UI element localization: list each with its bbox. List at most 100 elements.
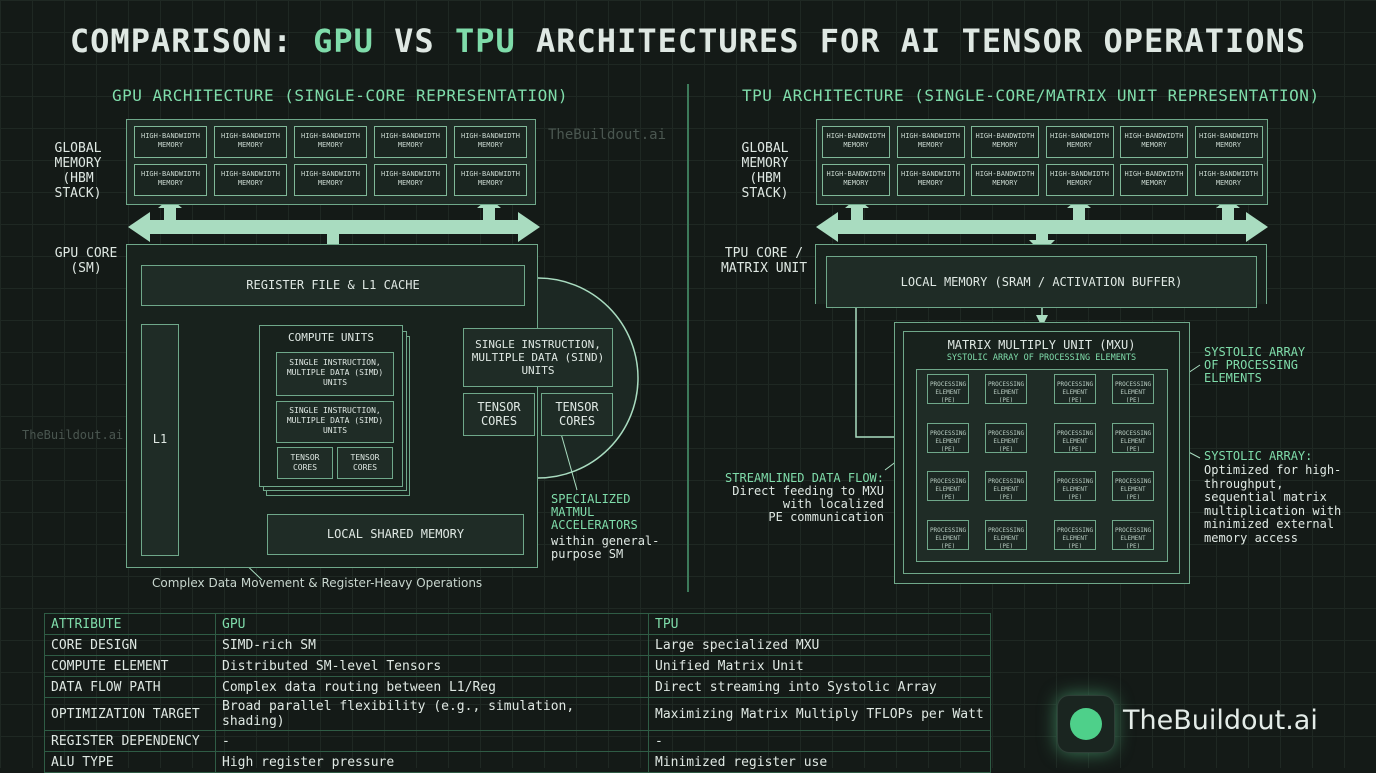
page-title: COMPARISON: GPU VS TPU ARCHITECTURES FOR… xyxy=(69,22,1307,60)
processing-element: PROCESSING ELEMENT (PE) xyxy=(985,471,1027,501)
zoom-tensor-box-1 xyxy=(463,393,535,436)
systolic-note-text: Optimized for high- throughput, sequenti… xyxy=(1204,463,1342,545)
processing-element: PROCESSING ELEMENT (PE) xyxy=(1054,374,1096,404)
compute-units-label: COMPUTE UNITS xyxy=(287,331,375,344)
simd-box-2 xyxy=(276,401,394,443)
tpu-global-memory-label: GLOBAL MEMORY (HBM STACK) xyxy=(741,141,789,201)
hbm-cell: HIGH-BANDWIDTH MEMORY xyxy=(294,126,367,158)
brand-dot-icon xyxy=(1070,708,1102,740)
table-header-cell: TPU xyxy=(648,613,991,635)
table-cell: ALU TYPE xyxy=(44,751,216,773)
hbm-cell: HIGH-BANDWIDTH MEMORY xyxy=(454,126,527,158)
table-cell: - xyxy=(648,730,991,752)
hbm-cell: HIGH-BANDWIDTH MEMORY xyxy=(971,126,1039,158)
gpu-global-memory-label: GLOBAL MEMORY (HBM STACK) xyxy=(54,141,102,201)
table-cell: REGISTER DEPENDENCY xyxy=(44,730,216,752)
processing-element: PROCESSING ELEMENT (PE) xyxy=(1054,520,1096,550)
local-shared-memory-box xyxy=(267,514,524,555)
zoom-tensor-label-1: TENSOR CORES xyxy=(477,400,521,428)
systolic-label: SYSTOLIC ARRAY OF PROCESSING ELEMENTS xyxy=(1204,345,1306,385)
processing-element: PROCESSING ELEMENT (PE) xyxy=(927,471,969,501)
local-shared-memory-label: LOCAL SHARED MEMORY xyxy=(326,527,465,541)
processing-element: PROCESSING ELEMENT (PE) xyxy=(927,374,969,404)
hbm-cell: HIGH-BANDWIDTH MEMORY xyxy=(374,126,447,158)
mxu-subtitle: SYSTOLIC ARRAY OF PROCESSING ELEMENTS xyxy=(946,353,1137,363)
processing-element: PROCESSING ELEMENT (PE) xyxy=(927,520,969,550)
tensor-label-2: TENSOR CORES xyxy=(350,453,380,472)
processing-element: PROCESSING ELEMENT (PE) xyxy=(1112,471,1154,501)
l1-box xyxy=(141,324,179,556)
gpu-heading: GPU ARCHITECTURE (SINGLE-CORE REPRESENTA… xyxy=(112,86,568,105)
simd-box-1 xyxy=(276,352,394,396)
table-cell: OPTIMIZATION TARGET xyxy=(44,697,216,731)
watermark-left: TheBuildout.ai xyxy=(22,428,124,442)
systolic-note-title: SYSTOLIC ARRAY: xyxy=(1204,449,1313,463)
processing-element: PROCESSING ELEMENT (PE) xyxy=(1054,471,1096,501)
gpu-callout-text: within general- purpose SM xyxy=(551,534,660,561)
processing-element: PROCESSING ELEMENT (PE) xyxy=(985,520,1027,550)
hbm-cell: HIGH-BANDWIDTH MEMORY xyxy=(822,126,890,158)
table-cell: - xyxy=(215,730,649,752)
tensor-box-2 xyxy=(337,447,393,479)
table-cell: CORE DESIGN xyxy=(44,634,216,656)
tensor-label-1: TENSOR CORES xyxy=(290,453,320,472)
table-cell: High register pressure xyxy=(215,751,649,773)
hbm-cell: HIGH-BANDWIDTH MEMORY xyxy=(822,164,890,196)
register-file-label: REGISTER FILE & L1 CACHE xyxy=(246,278,420,292)
table-cell: Maximizing Matrix Multiply TFLOPs per Wa… xyxy=(648,697,991,731)
brand-name: TheBuildout.ai xyxy=(1123,705,1318,736)
hbm-cell: HIGH-BANDWIDTH MEMORY xyxy=(454,164,527,196)
table-cell: DATA FLOW PATH xyxy=(44,676,216,698)
local-memory-box xyxy=(826,256,1257,308)
l1-label: L1 xyxy=(152,432,168,446)
table-header-cell: ATTRIBUTE xyxy=(44,613,216,635)
hbm-cell: HIGH-BANDWIDTH MEMORY xyxy=(896,126,965,158)
table-header-row: ATTRIBUTE GPU TPU xyxy=(44,613,991,635)
gpu-callout-title: SPECIALIZED MATMUL ACCELERATORS xyxy=(551,492,638,532)
hbm-cell: HIGH-BANDWIDTH MEMORY xyxy=(1194,164,1263,196)
processing-element: PROCESSING ELEMENT (PE) xyxy=(927,423,969,453)
simd-label-2: SINGLE INSTRUCTION, MULTIPLE DATA (SIMD)… xyxy=(286,406,384,435)
hbm-cell: HIGH-BANDWIDTH MEMORY xyxy=(1045,164,1114,196)
table-header-cell: GPU xyxy=(215,613,649,635)
zoom-simd-box xyxy=(463,328,613,387)
table-cell: COMPUTE ELEMENT xyxy=(44,655,216,677)
processing-element: PROCESSING ELEMENT (PE) xyxy=(1054,423,1096,453)
tensor-box-1 xyxy=(277,447,333,479)
table-cell: SIMD-rich SM xyxy=(215,634,649,656)
processing-element: PROCESSING ELEMENT (PE) xyxy=(1112,423,1154,453)
zoom-simd-label: SINGLE INSTRUCTION, MULTIPLE DATA (SIND)… xyxy=(471,338,605,377)
hbm-cell: HIGH-BANDWIDTH MEMORY xyxy=(1194,126,1263,158)
processing-element: PROCESSING ELEMENT (PE) xyxy=(985,423,1027,453)
hbm-cell: HIGH-BANDWIDTH MEMORY xyxy=(294,164,367,196)
gpu-caption: Complex Data Movement & Register-Heavy O… xyxy=(152,576,483,590)
register-file-box xyxy=(141,265,525,306)
tpu-core-label: TPU CORE / MATRIX UNIT xyxy=(720,246,808,276)
watermark-top: TheBuildout.ai xyxy=(548,127,667,143)
table-cell: Minimized register use xyxy=(648,751,991,773)
processing-element: PROCESSING ELEMENT (PE) xyxy=(985,374,1027,404)
table-cell: Direct streaming into Systolic Array xyxy=(648,676,991,698)
hbm-cell: HIGH-BANDWIDTH MEMORY xyxy=(896,164,965,196)
table-cell: Unified Matrix Unit xyxy=(648,655,991,677)
tpu-heading: TPU ARCHITECTURE (SINGLE-CORE/MATRIX UNI… xyxy=(742,86,1320,105)
table-cell: Broad parallel flexibility (e.g., simula… xyxy=(215,697,649,731)
brand-logo-icon xyxy=(1057,695,1115,753)
table-cell: Distributed SM-level Tensors xyxy=(215,655,649,677)
flow-note-text: Direct feeding to MXU with localized PE … xyxy=(732,484,884,524)
table-cell: Complex data routing between L1/Reg xyxy=(215,676,649,698)
hbm-cell: HIGH-BANDWIDTH MEMORY xyxy=(1045,126,1114,158)
hbm-cell: HIGH-BANDWIDTH MEMORY xyxy=(374,164,447,196)
hbm-cell: HIGH-BANDWIDTH MEMORY xyxy=(1120,126,1188,158)
hbm-cell: HIGH-BANDWIDTH MEMORY xyxy=(214,164,287,196)
hbm-cell: HIGH-BANDWIDTH MEMORY xyxy=(134,126,207,158)
hbm-cell: HIGH-BANDWIDTH MEMORY xyxy=(214,126,287,158)
local-memory-label: LOCAL MEMORY (SRAM / ACTIVATION BUFFER) xyxy=(900,275,1183,289)
mxu-title: MATRIX MULTIPLY UNIT (MXU) xyxy=(947,338,1136,352)
processing-element: PROCESSING ELEMENT (PE) xyxy=(1112,520,1154,550)
